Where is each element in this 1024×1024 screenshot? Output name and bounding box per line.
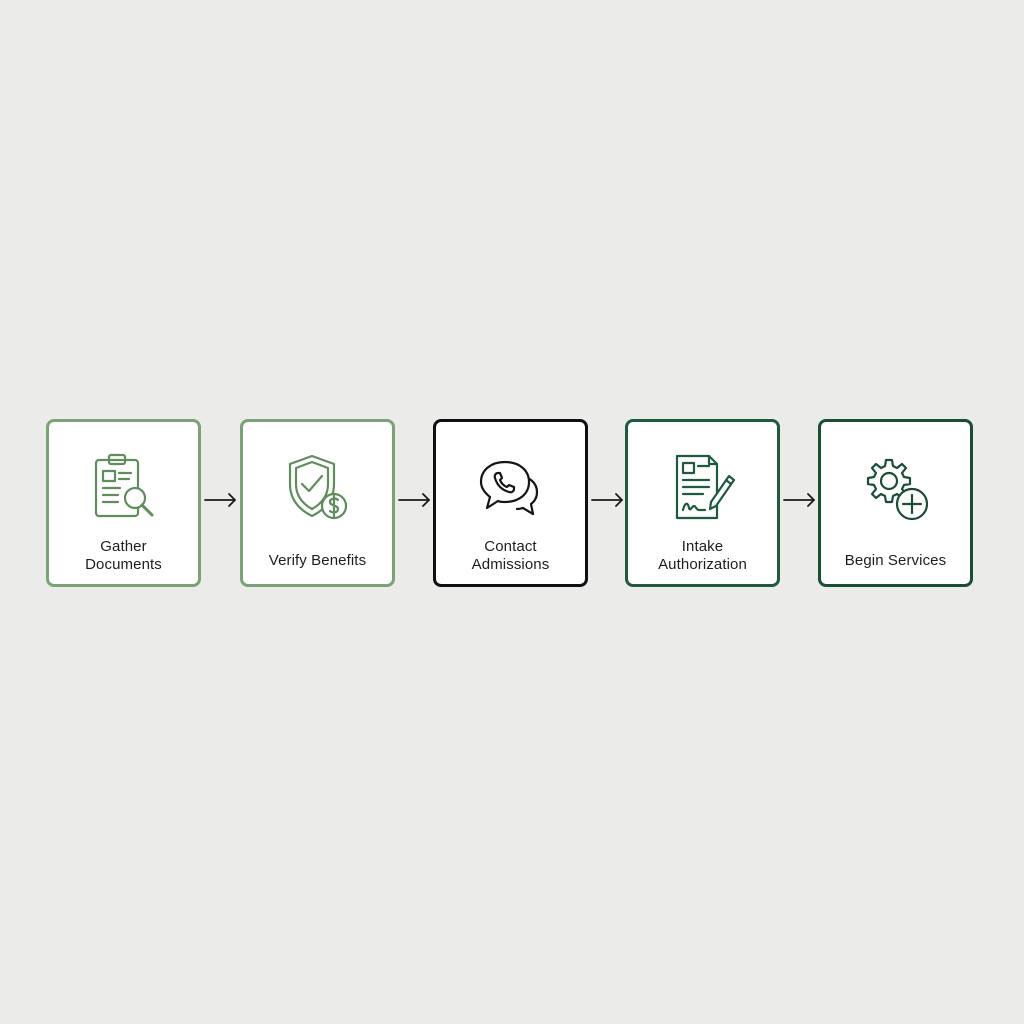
step-contact-admissions: Contact Admissions — [433, 419, 588, 587]
step-label-line2: Documents — [85, 556, 162, 573]
step-label-line1: Contact — [484, 538, 537, 555]
step-intake-authorization: Intake Authorization — [625, 419, 780, 587]
step-begin-services: Begin Services — [818, 419, 973, 587]
step-label-line2: Admissions — [471, 556, 550, 573]
signed-document-icon — [663, 448, 743, 528]
step-verify-benefits: Verify Benefits — [240, 419, 395, 587]
process-flow: Gather Documents Verify Benefits — [46, 419, 978, 591]
step-label: Begin Services — [825, 552, 966, 570]
gear-plus-icon — [856, 448, 936, 528]
step-label-line1: Verify Benefits — [268, 552, 367, 569]
clipboard-search-icon — [84, 448, 164, 528]
step-label-line2: Authorization — [658, 556, 747, 573]
arrow-right-icon — [203, 491, 239, 509]
step-label: Verify Benefits — [247, 552, 388, 570]
step-gather-documents: Gather Documents — [46, 419, 201, 587]
arrow-right-icon — [782, 491, 818, 509]
shield-dollar-icon — [278, 448, 358, 528]
step-label: Contact Admissions — [440, 538, 581, 574]
step-label: Intake Authorization — [632, 538, 773, 574]
arrow-right-icon — [397, 491, 433, 509]
step-label-line1: Gather — [100, 538, 147, 555]
step-label-line1: Intake — [681, 538, 724, 555]
step-label-line1: Begin Services — [844, 552, 947, 569]
step-label: Gather Documents — [53, 538, 194, 574]
chat-phone-icon — [471, 448, 551, 528]
arrow-right-icon — [590, 491, 626, 509]
